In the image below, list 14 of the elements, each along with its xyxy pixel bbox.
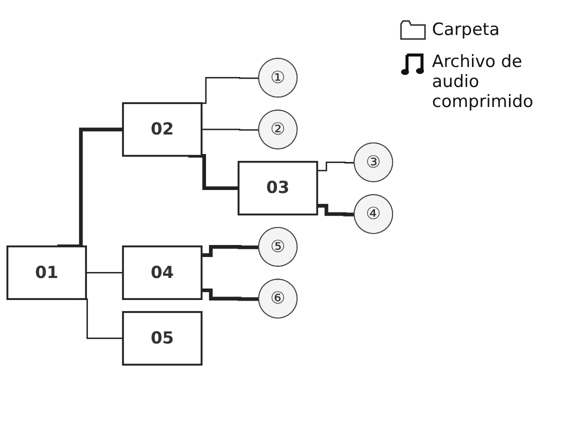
node-box: 04	[122, 245, 203, 300]
connector	[202, 288, 260, 301]
node-box: 05	[122, 311, 203, 366]
node-box: 03	[238, 160, 318, 216]
legend-label: Archivo de audio comprimido	[432, 52, 534, 112]
connector	[188, 154, 239, 190]
node-box: 01	[6, 245, 87, 300]
connector	[202, 245, 260, 257]
legend-label: Carpeta	[432, 20, 500, 40]
connector	[317, 204, 355, 216]
connector	[317, 162, 355, 172]
connector	[202, 128, 260, 131]
node-box: 02	[122, 102, 203, 157]
connector	[86, 272, 123, 274]
